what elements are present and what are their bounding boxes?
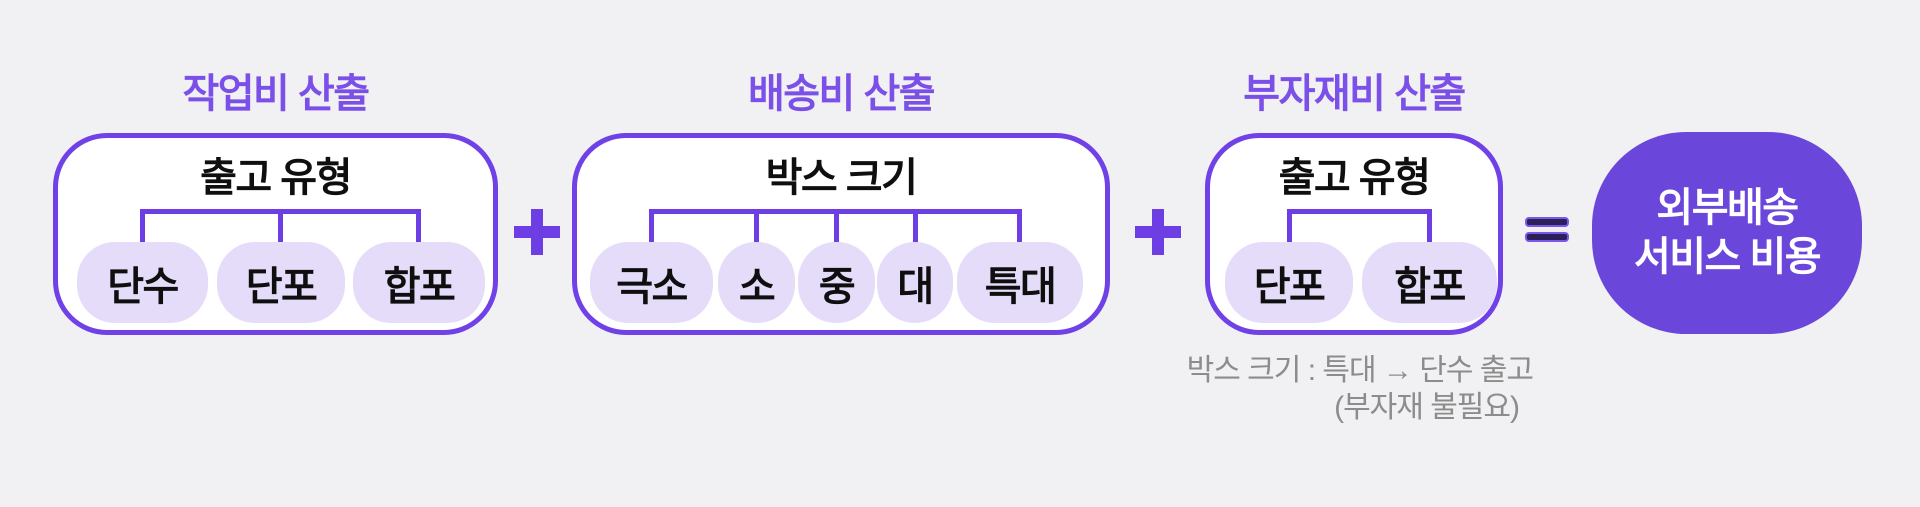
panel-label-shipment-type: 출고 유형 (200, 156, 352, 200)
group-title-work-cost: 작업비 산출 (182, 72, 370, 116)
connector-stub (1017, 209, 1022, 243)
equals-bar (1525, 217, 1569, 227)
equals-operator (1525, 217, 1569, 242)
pill-single-pack: 단포 (1225, 242, 1353, 323)
connector-stub (649, 209, 654, 243)
pill-size-medium: 중 (798, 242, 875, 323)
connector-stub (834, 209, 839, 243)
plus-bar-vertical (1152, 209, 1164, 255)
pill-size-large: 대 (877, 242, 953, 323)
pill-single-pack: 단포 (217, 242, 345, 323)
connector-stub (278, 209, 283, 243)
result-line-2: 서비스 비용 (1633, 235, 1822, 279)
plus-operator-1 (514, 209, 560, 255)
group-title-materials-cost: 부자재비 산출 (1243, 72, 1466, 116)
result-line-1: 외부배송 (1656, 186, 1799, 230)
plus-bar-vertical (531, 209, 543, 255)
note-text: 박스 크기 : 특대 → 단수 출고 (부자재 불필요) (1173, 352, 1534, 426)
connector-stub (1287, 209, 1292, 243)
connector-stub (913, 209, 918, 243)
equals-bar (1525, 232, 1569, 242)
panel-label-shipment-type: 출고 유형 (1278, 156, 1431, 200)
pill-single-count: 단수 (77, 242, 208, 323)
pill-size-extra-small: 극소 (590, 242, 713, 323)
result-blob: 외부배송 서비스 비용 (1592, 132, 1862, 334)
connector-stub (140, 209, 145, 243)
panel-label-box-size: 박스 크기 (765, 156, 918, 200)
panel-delivery-cost: 박스 크기 극소 소 중 대 특대 (572, 133, 1110, 335)
pill-size-small: 소 (718, 242, 795, 323)
pill-combined-pack: 합포 (1362, 242, 1497, 323)
pill-combined-pack: 합포 (353, 242, 485, 323)
panel-materials-cost: 출고 유형 단포 합포 (1205, 133, 1503, 335)
note-line-1: 박스 크기 : 특대 → 단수 출고 (1186, 354, 1534, 387)
plus-operator-2 (1135, 209, 1181, 255)
pill-size-extra-large: 특대 (957, 242, 1083, 323)
connector-stub (1427, 209, 1432, 243)
panel-work-cost: 출고 유형 단수 단포 합포 (53, 133, 498, 335)
connector-line (1287, 209, 1432, 214)
connector-stub (416, 209, 421, 243)
connector-stub (754, 209, 759, 243)
note-line-2: (부자재 불필요) (1334, 391, 1520, 424)
group-title-delivery-cost: 배송비 산출 (747, 72, 936, 116)
